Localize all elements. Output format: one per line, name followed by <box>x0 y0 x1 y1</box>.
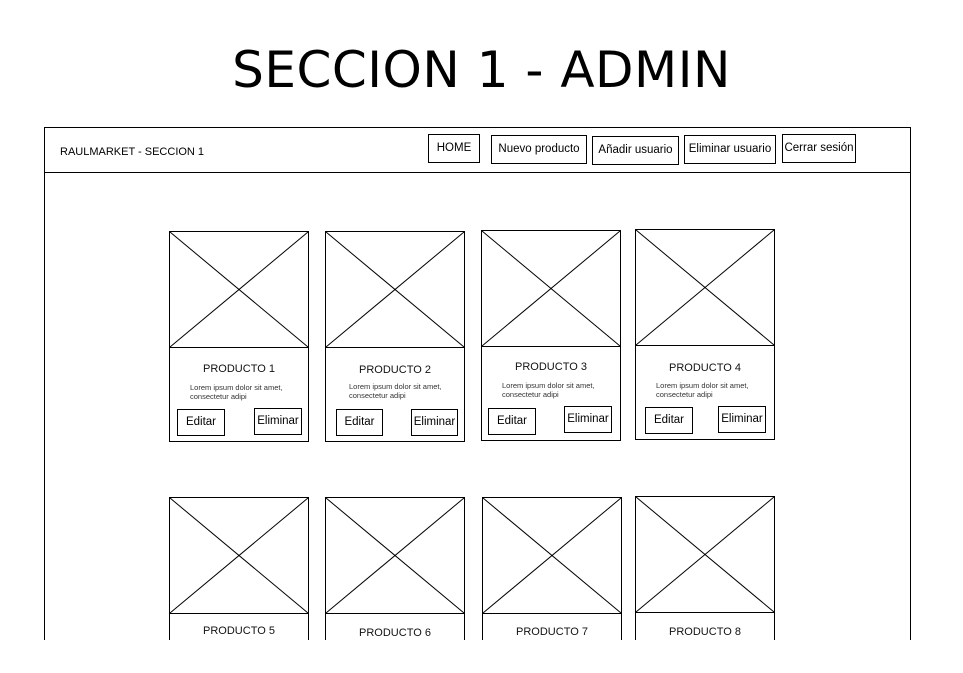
image-placeholder-icon <box>326 232 464 348</box>
add-user-button[interactable]: Añadir usuario <box>592 136 679 165</box>
image-placeholder-icon <box>170 232 308 348</box>
product-card: PRODUCTO 7 <box>482 497 622 640</box>
product-card: PRODUCTO 4 Lorem ipsum dolor sit amet, c… <box>635 229 775 440</box>
navbar: RAULMARKET - SECCION 1 HOME Nuevo produc… <box>45 128 910 173</box>
product-description: Lorem ipsum dolor sit amet, consectetur … <box>190 383 283 401</box>
image-placeholder-icon <box>636 497 774 613</box>
image-placeholder-icon <box>482 231 620 347</box>
product-name: PRODUCTO 6 <box>359 627 431 639</box>
product-card: PRODUCTO 2 Lorem ipsum dolor sit amet, c… <box>325 231 465 442</box>
product-card: PRODUCTO 1 Lorem ipsum dolor sit amet, c… <box>169 231 309 442</box>
product-name: PRODUCTO 1 <box>203 363 275 375</box>
product-name: PRODUCTO 2 <box>359 364 431 376</box>
product-name: PRODUCTO 8 <box>669 626 741 638</box>
home-button[interactable]: HOME <box>428 134 480 163</box>
delete-product-button[interactable]: Eliminar <box>411 409 458 436</box>
product-description: Lorem ipsum dolor sit amet, consectetur … <box>656 381 749 399</box>
product-name: PRODUCTO 4 <box>669 362 741 374</box>
product-card: PRODUCTO 3 Lorem ipsum dolor sit amet, c… <box>481 230 621 441</box>
edit-product-button[interactable]: Editar <box>645 407 693 434</box>
image-placeholder-icon <box>170 498 308 614</box>
image-placeholder-icon <box>326 498 464 614</box>
new-product-button[interactable]: Nuevo producto <box>491 135 587 164</box>
page-title: SECCION 1 - ADMIN <box>232 41 731 99</box>
brand-label: RAULMARKET - SECCION 1 <box>60 146 205 158</box>
product-name: PRODUCTO 5 <box>203 625 275 637</box>
image-placeholder-icon <box>636 230 774 346</box>
product-card: PRODUCTO 8 <box>635 496 775 640</box>
image-placeholder-icon <box>483 498 621 614</box>
edit-product-button[interactable]: Editar <box>488 408 536 435</box>
product-description: Lorem ipsum dolor sit amet, consectetur … <box>502 381 595 399</box>
product-description: Lorem ipsum dolor sit amet, consectetur … <box>349 382 442 400</box>
edit-product-button[interactable]: Editar <box>336 409 383 436</box>
app-window: RAULMARKET - SECCION 1 HOME Nuevo produc… <box>44 127 911 640</box>
product-card: PRODUCTO 6 <box>325 497 465 640</box>
edit-product-button[interactable]: Editar <box>177 409 225 436</box>
delete-product-button[interactable]: Eliminar <box>254 408 302 435</box>
delete-user-button[interactable]: Eliminar usuario <box>684 135 776 164</box>
product-name: PRODUCTO 7 <box>516 626 588 638</box>
product-name: PRODUCTO 3 <box>515 361 587 373</box>
logout-button[interactable]: Cerrar sesión <box>782 134 856 163</box>
delete-product-button[interactable]: Eliminar <box>564 406 612 433</box>
delete-product-button[interactable]: Eliminar <box>718 406 766 433</box>
product-card: PRODUCTO 5 <box>169 497 309 640</box>
